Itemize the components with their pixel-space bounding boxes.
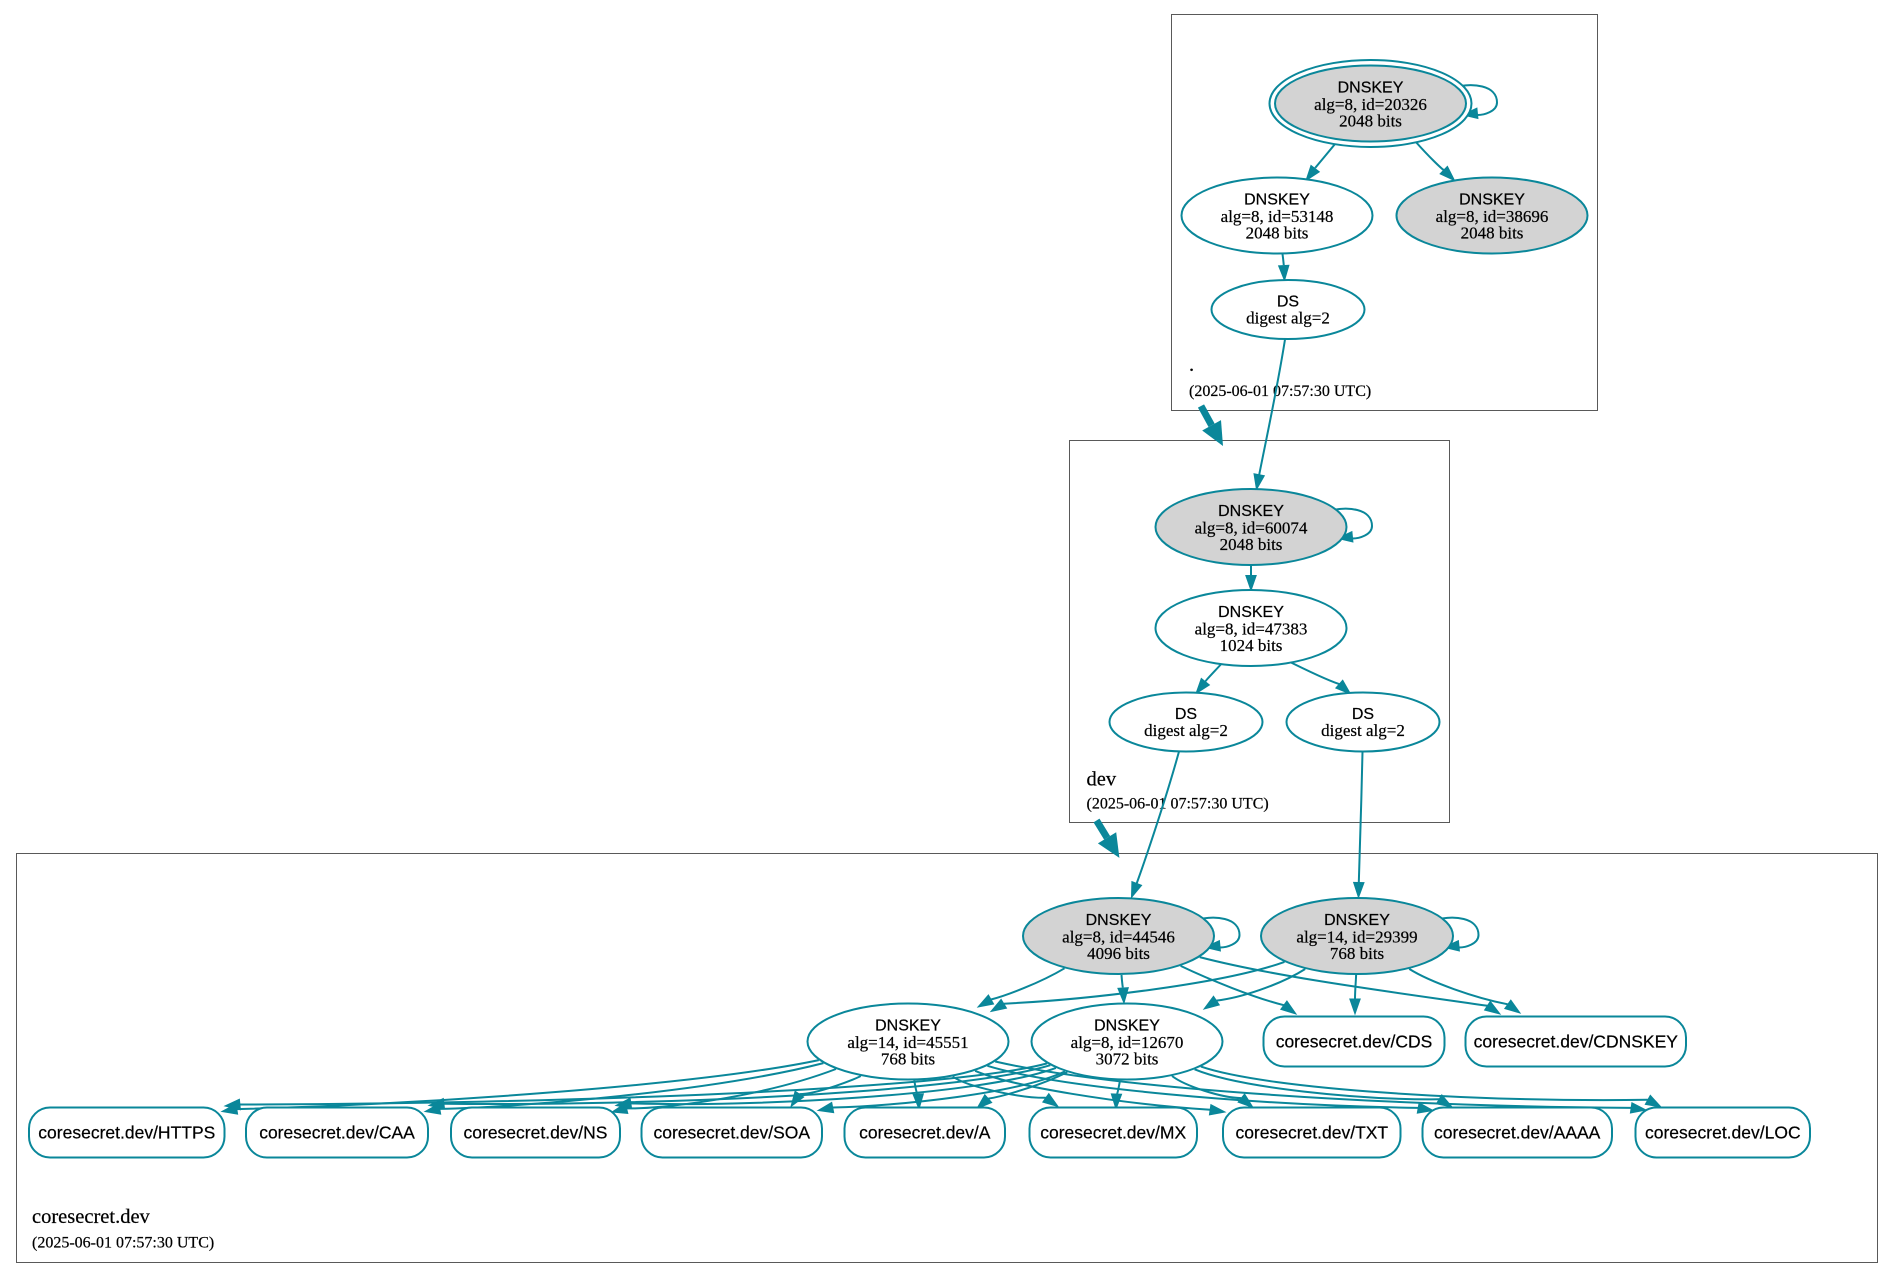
svg-text:768 bits: 768 bits [881,1050,935,1069]
svg-text:alg=8, id=47383: alg=8, id=47383 [1195,620,1308,639]
svg-text:2048 bits: 2048 bits [1339,112,1402,131]
svg-text:coresecret.dev/AAAA: coresecret.dev/AAAA [1434,1123,1601,1143]
svg-text:coresecret.dev/CDS: coresecret.dev/CDS [1276,1032,1433,1052]
svg-text:1024 bits: 1024 bits [1220,636,1283,655]
svg-text:DS: DS [1277,294,1299,311]
svg-text:coresecret.dev/A: coresecret.dev/A [859,1123,991,1143]
svg-text:digest alg=2: digest alg=2 [1246,309,1330,328]
svg-text:coresecret.dev/NS: coresecret.dev/NS [464,1123,608,1143]
svg-text:2048 bits: 2048 bits [1246,224,1309,243]
svg-text:DS: DS [1175,706,1197,723]
svg-text:alg=8, id=44546: alg=8, id=44546 [1062,928,1175,947]
svg-text:alg=8, id=38696: alg=8, id=38696 [1436,207,1549,226]
svg-text:coresecret.dev/CDNSKEY: coresecret.dev/CDNSKEY [1474,1032,1679,1052]
svg-text:coresecret.dev/LOC: coresecret.dev/LOC [1645,1123,1801,1143]
svg-text:DNSKEY: DNSKEY [875,1018,941,1035]
svg-text:768 bits: 768 bits [1330,944,1384,963]
svg-text:alg=14, id=29399: alg=14, id=29399 [1296,928,1417,947]
svg-text:(2025-06-01 07:57:30 UTC): (2025-06-01 07:57:30 UTC) [32,1235,214,1252]
svg-text:4096 bits: 4096 bits [1087,944,1150,963]
svg-text:alg=8, id=20326: alg=8, id=20326 [1314,95,1427,114]
svg-text:digest alg=2: digest alg=2 [1144,721,1228,740]
svg-text:coresecret.dev/CAA: coresecret.dev/CAA [259,1123,415,1143]
svg-text:DNSKEY: DNSKEY [1338,80,1404,97]
svg-text:DNSKEY: DNSKEY [1218,604,1284,621]
svg-text:coresecret.dev/MX: coresecret.dev/MX [1040,1123,1186,1143]
svg-text:dev: dev [1087,769,1117,791]
svg-text:2048 bits: 2048 bits [1461,224,1524,243]
svg-text:DNSKEY: DNSKEY [1324,912,1390,929]
svg-text:.: . [1189,354,1194,376]
svg-text:DS: DS [1352,706,1374,723]
svg-text:DNSKEY: DNSKEY [1244,192,1310,209]
svg-text:3072 bits: 3072 bits [1096,1050,1159,1069]
svg-text:coresecret.dev/SOA: coresecret.dev/SOA [653,1123,810,1143]
svg-text:DNSKEY: DNSKEY [1094,1018,1160,1035]
svg-text:DNSKEY: DNSKEY [1218,503,1284,520]
svg-text:DNSKEY: DNSKEY [1086,912,1152,929]
svg-text:coresecret.dev: coresecret.dev [32,1206,151,1228]
svg-text:2048 bits: 2048 bits [1220,535,1283,554]
svg-text:(2025-06-01 07:57:30 UTC): (2025-06-01 07:57:30 UTC) [1087,796,1269,813]
svg-text:alg=14, id=45551: alg=14, id=45551 [847,1033,968,1052]
svg-text:coresecret.dev/TXT: coresecret.dev/TXT [1235,1123,1388,1143]
svg-text:DNSKEY: DNSKEY [1459,192,1525,209]
svg-text:alg=8, id=60074: alg=8, id=60074 [1195,519,1308,538]
svg-text:(2025-06-01 07:57:30 UTC): (2025-06-01 07:57:30 UTC) [1189,383,1371,400]
svg-text:digest alg=2: digest alg=2 [1321,721,1405,740]
svg-text:alg=8, id=53148: alg=8, id=53148 [1221,207,1334,226]
svg-text:alg=8, id=12670: alg=8, id=12670 [1071,1033,1184,1052]
svg-text:coresecret.dev/HTTPS: coresecret.dev/HTTPS [38,1123,215,1143]
